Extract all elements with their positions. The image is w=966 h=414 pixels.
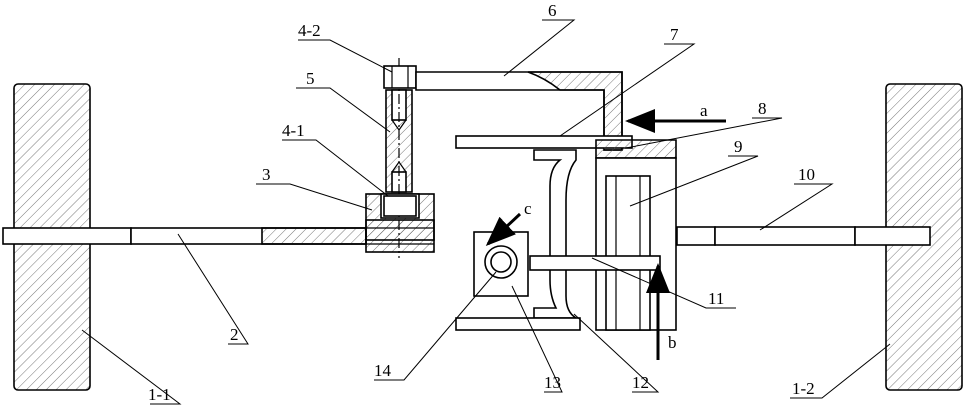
label-6: 6 — [548, 1, 557, 20]
label-4-2: 4-2 — [298, 21, 321, 40]
label-5: 5 — [306, 69, 315, 88]
lower-nut — [384, 196, 416, 216]
label-13: 13 — [544, 373, 561, 392]
label-b: b — [668, 333, 677, 352]
label-14: 14 — [374, 361, 392, 380]
left-axle — [3, 228, 366, 244]
label-c: c — [524, 199, 532, 218]
connecting-rod — [530, 256, 660, 270]
label-2: 2 — [230, 325, 239, 344]
label-a: a — [700, 101, 708, 120]
label-4-1: 4-1 — [282, 121, 305, 140]
top-cap — [596, 140, 676, 158]
right-axle — [677, 227, 930, 245]
bearing-ring-inner — [491, 252, 511, 272]
upper-nut — [384, 66, 416, 88]
label-8: 8 — [758, 99, 767, 118]
label-9: 9 — [734, 137, 743, 156]
label-3: 3 — [262, 165, 271, 184]
label-1-1: 1-1 — [148, 385, 171, 404]
label-7: 7 — [670, 25, 679, 44]
label-1-2: 1-2 — [792, 379, 815, 398]
label-12: 12 — [632, 373, 649, 392]
label-11: 11 — [708, 289, 724, 308]
label-10: 10 — [798, 165, 815, 184]
slider-body — [596, 158, 676, 330]
